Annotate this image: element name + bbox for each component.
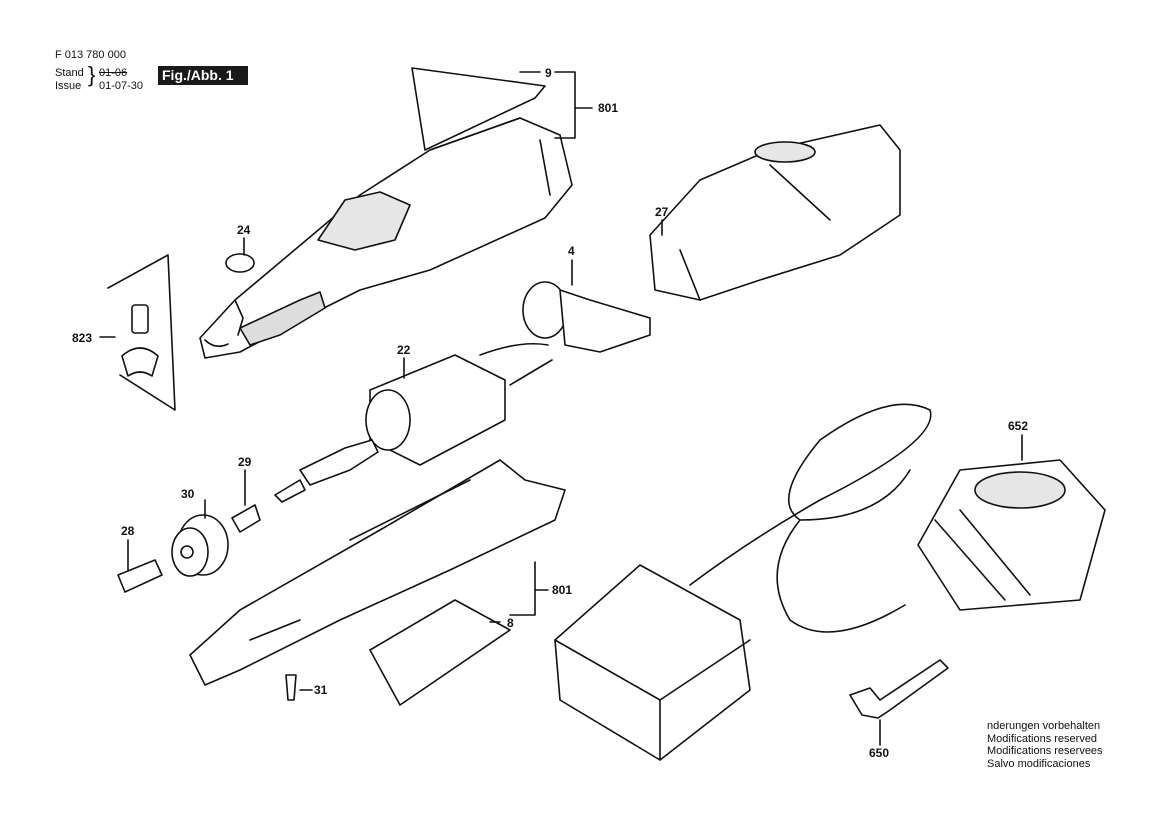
stand-date: 01-06 <box>99 67 128 79</box>
charger-part <box>917 459 1106 611</box>
note-line: Salvo modificaciones <box>987 757 1091 770</box>
callout-801-top: 801 <box>598 101 618 115</box>
callout-29: 29 <box>238 455 252 469</box>
callout-4: 4 <box>568 244 575 258</box>
callout-9: 9 <box>545 66 552 80</box>
modification-notes: nderungen vorbehalten Modifications rese… <box>987 720 1103 770</box>
callout-22: 22 <box>397 343 411 357</box>
motor-part <box>274 354 506 503</box>
wrench-part <box>849 659 949 719</box>
callout-652: 652 <box>1008 419 1028 433</box>
callout-650: 650 <box>869 746 889 760</box>
note-line: nderungen vorbehalten <box>987 720 1101 732</box>
leader-lines <box>99 71 1023 746</box>
battery-pack-part <box>649 124 901 301</box>
callout-31: 31 <box>314 683 328 697</box>
cap-part <box>225 253 255 273</box>
callout-28: 28 <box>121 524 135 538</box>
stand-label: Stand <box>55 67 84 79</box>
spindle-part <box>231 504 261 533</box>
power-adapter-part <box>554 403 932 761</box>
label-sheet-part <box>369 599 511 706</box>
issue-date: 01-07-30 <box>99 80 144 92</box>
switch-part <box>479 281 651 386</box>
collet-part <box>117 559 163 593</box>
callout-8: 8 <box>507 616 514 630</box>
header-brace: } <box>88 62 96 87</box>
note-line: Modifications reservees <box>987 745 1103 757</box>
screw-part <box>285 674 297 701</box>
collet-clip-part <box>107 254 176 411</box>
part-number: F 013 780 000 <box>55 49 126 61</box>
callout-30: 30 <box>181 487 195 501</box>
collet-nut-part <box>171 514 229 577</box>
callout-27: 27 <box>655 205 669 219</box>
upper-housing-part <box>199 67 573 359</box>
callout-24: 24 <box>237 223 251 237</box>
figure-badge: Fig./Abb. 1 <box>158 66 248 85</box>
callout-823: 823 <box>72 331 92 345</box>
callout-801-bottom: 801 <box>552 583 572 597</box>
note-line: Modifications reserved <box>987 732 1098 745</box>
issue-label: Issue <box>55 80 82 92</box>
lower-housing-part <box>189 459 566 686</box>
